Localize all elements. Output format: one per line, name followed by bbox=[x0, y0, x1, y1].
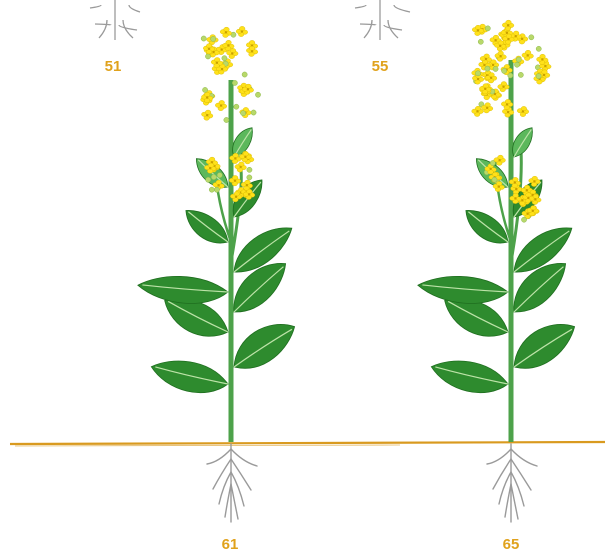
stage-label-61: 61 bbox=[210, 536, 250, 553]
stage-label-65: 65 bbox=[491, 536, 531, 553]
stage-label-55: 55 bbox=[360, 58, 400, 75]
roots-stage-61 bbox=[207, 444, 257, 522]
plant-stage-65 bbox=[416, 20, 583, 442]
plant-stage-61 bbox=[136, 26, 303, 442]
roots-stage-51 bbox=[90, 0, 140, 40]
ground-line bbox=[10, 442, 605, 444]
stage-label-51: 51 bbox=[93, 58, 133, 75]
roots-stage-65 bbox=[487, 444, 537, 522]
roots-stage-55 bbox=[355, 0, 410, 40]
